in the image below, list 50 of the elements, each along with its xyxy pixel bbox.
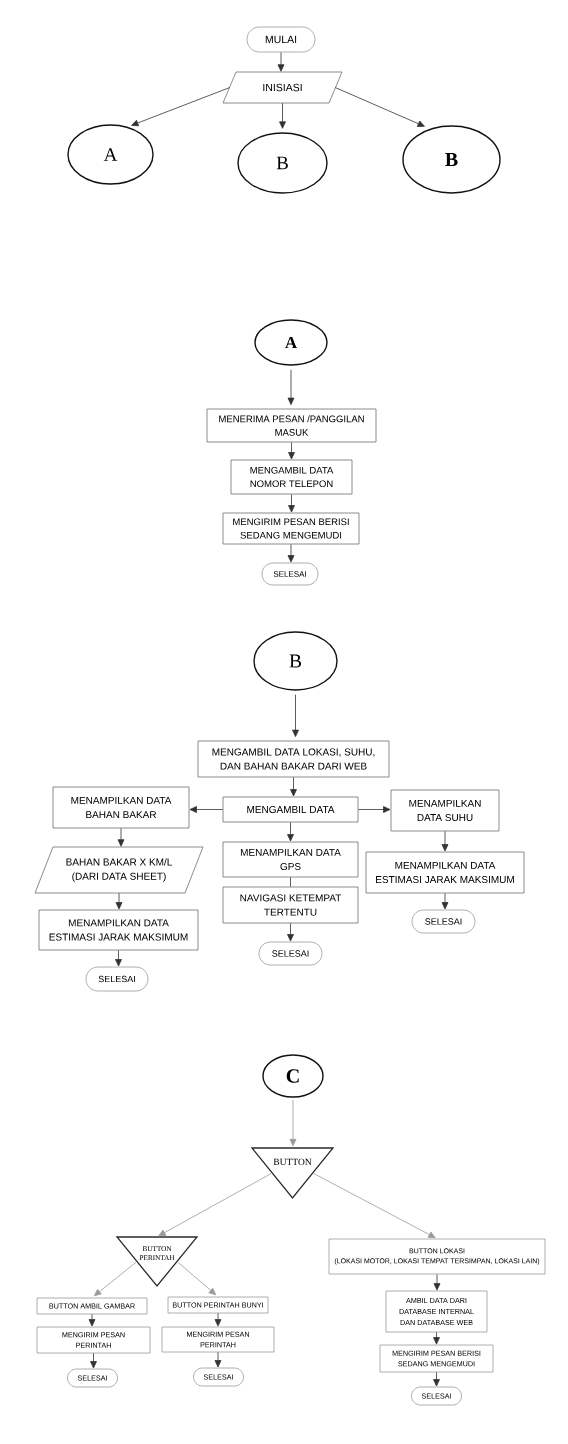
process-box: MENAMPILKAN DATA ESTIMASI JARAK MAKSIMUM	[38, 909, 199, 951]
process-box: MENAMPILKAN DATA ESTIMASI JARAK MAKSIMUM	[365, 851, 525, 894]
arrow	[441, 831, 449, 852]
terminator: SELESAI	[85, 966, 149, 992]
arrow	[158, 1173, 272, 1237]
arrow	[277, 52, 285, 72]
arrow	[93, 1261, 137, 1297]
arrow	[292, 694, 299, 737]
process-box: MENAMPILKAN DATA GPS	[222, 841, 359, 878]
process-box: MENERIMA PESAN /PANGGILAN MASUK	[206, 408, 377, 443]
arrow	[288, 442, 295, 460]
arrow	[287, 369, 295, 405]
arrow	[177, 1261, 217, 1296]
arrow	[441, 893, 449, 910]
arrow	[313, 1173, 436, 1239]
arrow	[433, 1331, 440, 1345]
parallelogram: INISIASI	[222, 71, 343, 104]
process-box: NAVIGASI KETEMPAT TERTENTU	[222, 886, 359, 924]
arrow	[117, 828, 125, 847]
arrow	[287, 544, 295, 563]
arrow	[287, 923, 294, 942]
arrow	[289, 1099, 297, 1147]
arrow	[115, 892, 123, 910]
arrow	[88, 1313, 96, 1327]
arrow	[90, 1352, 97, 1369]
process-box: MENGAMBIL DATA LOKASI, SUHU, DAN BAHAN BAKAR DARI WEB	[197, 740, 390, 778]
arrow	[214, 1351, 222, 1368]
process-box: MENGAMBIL DATA	[222, 796, 359, 823]
terminator: MULAI	[246, 26, 316, 53]
arrow	[214, 1312, 222, 1327]
arrow	[131, 87, 231, 127]
connector-line	[290, 877, 291, 887]
process-box: MENAMPILKAN DATA SUHU	[390, 789, 500, 832]
arrow	[287, 822, 294, 842]
arrow	[334, 87, 425, 127]
arrow	[189, 806, 223, 813]
arrow	[288, 494, 295, 513]
parallelogram: BAHAN BAKAR X KM/L (DARI DATA SHEET)	[34, 846, 204, 894]
terminator: SELESAI	[258, 941, 323, 966]
process-box: MENAMPILKAN DATA BAHAN BAKAR	[52, 786, 190, 829]
process-box: MENGIRIM PESAN BERISI SEDANG MENGEMUDI	[222, 512, 360, 545]
arrow	[433, 1273, 441, 1291]
arrow	[279, 102, 286, 129]
arrow	[358, 806, 391, 813]
arrow	[290, 777, 297, 797]
arrow	[433, 1371, 440, 1387]
arrow	[115, 950, 122, 967]
terminator: SELESAI	[261, 562, 319, 586]
terminator: SELESAI	[411, 909, 476, 934]
process-box: MENGAMBIL DATA NOMOR TELEPON	[230, 459, 353, 495]
